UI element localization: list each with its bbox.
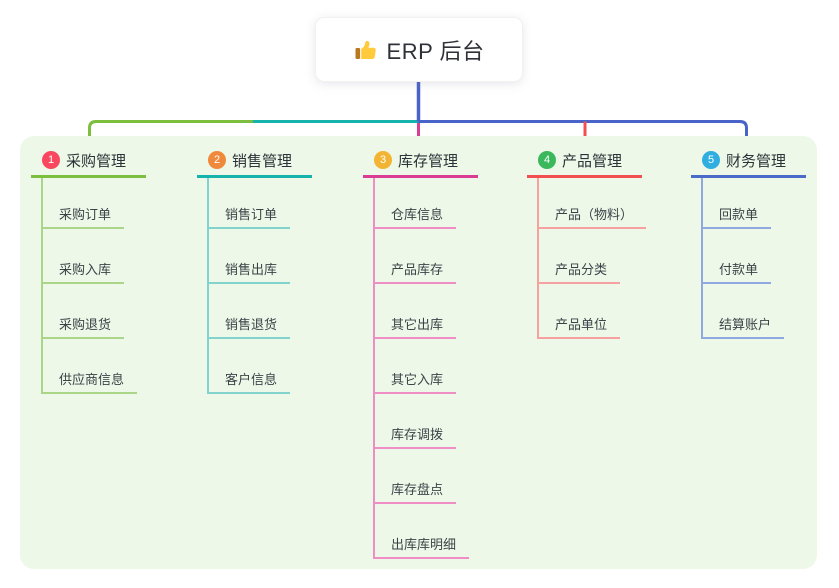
child-node[interactable]: 产品分类 <box>539 229 621 284</box>
child-node-label: 其它入库 <box>391 372 444 387</box>
branch-children: 产品（物料） 产品分类产品单位 <box>537 178 647 339</box>
branch-title-label: 采购管理 <box>66 152 127 170</box>
child-node[interactable]: 客户信息 <box>209 339 291 394</box>
branch: 4 产品管理 产品（物料） 产品分类产品单位 <box>527 149 687 339</box>
child-node[interactable]: 付款单 <box>703 229 772 284</box>
child-node-label: 其它出库 <box>391 317 444 332</box>
branch-title[interactable]: 3 库存管理 <box>363 149 478 178</box>
child-node-label: 仓库信息 <box>391 207 444 222</box>
child-node-label: 产品分类 <box>555 262 608 277</box>
child-node-label: 客户信息 <box>225 372 278 387</box>
child-node-label: 销售退货 <box>225 317 278 332</box>
child-node-label: 供应商信息 <box>59 372 125 387</box>
branch: 1 采购管理 采购订单采购入库采购退货供应商信息 <box>31 149 191 394</box>
branch: 3 库存管理 仓库信息产品库存其它出库其它入库库存调拨库存盘点出库库明细 <box>363 149 523 559</box>
child-node[interactable]: 库存盘点 <box>375 449 457 504</box>
branch-children: 仓库信息产品库存其它出库其它入库库存调拨库存盘点出库库明细 <box>373 178 470 559</box>
branch-title[interactable]: 1 采购管理 <box>31 149 146 178</box>
branch-title[interactable]: 2 销售管理 <box>197 149 312 178</box>
child-node-label: 采购订单 <box>59 207 112 222</box>
branch-number-badge: 1 <box>42 151 60 169</box>
branch-title[interactable]: 5 财务管理 <box>691 149 806 178</box>
child-node-label: 采购入库 <box>59 262 112 277</box>
root-node-label: ERP 后台 <box>386 38 485 64</box>
branch: 2 销售管理 销售订单销售出库销售退货客户信息 <box>197 149 357 394</box>
child-node[interactable]: 仓库信息 <box>375 178 457 229</box>
child-node-label: 出库库明细 <box>391 537 457 552</box>
child-node-label: 库存调拨 <box>391 427 444 442</box>
branch-title-label: 库存管理 <box>398 152 459 170</box>
child-node-label: 结算账户 <box>719 317 772 332</box>
child-node[interactable]: 销售出库 <box>209 229 291 284</box>
child-node[interactable]: 产品（物料） <box>539 178 647 229</box>
child-node[interactable]: 出库库明细 <box>375 504 470 559</box>
branch-title[interactable]: 4 产品管理 <box>527 149 642 178</box>
child-node[interactable]: 其它出库 <box>375 284 457 339</box>
child-node[interactable]: 采购入库 <box>43 229 125 284</box>
child-node[interactable]: 产品库存 <box>375 229 457 284</box>
child-node[interactable]: 采购订单 <box>43 178 125 229</box>
child-node-label: 产品（物料） <box>555 207 634 222</box>
child-node[interactable]: 供应商信息 <box>43 339 138 394</box>
child-node-label: 回款单 <box>719 207 759 222</box>
branch-number-badge: 2 <box>208 151 226 169</box>
child-node-label: 销售订单 <box>225 207 278 222</box>
child-node-label: 产品单位 <box>555 317 608 332</box>
child-node[interactable]: 库存调拨 <box>375 394 457 449</box>
branch-title-label: 财务管理 <box>726 152 787 170</box>
child-node-label: 销售出库 <box>225 262 278 277</box>
child-node[interactable]: 销售订单 <box>209 178 291 229</box>
child-node-label: 产品库存 <box>391 262 444 277</box>
branch-panel: 1 采购管理 采购订单采购入库采购退货供应商信息 2 销售管理 销售订单销售出库… <box>20 136 817 569</box>
branch-children: 销售订单销售出库销售退货客户信息 <box>207 178 291 394</box>
child-node[interactable]: 产品单位 <box>539 284 621 339</box>
branch-title-label: 销售管理 <box>232 152 293 170</box>
branch-number-badge: 3 <box>374 151 392 169</box>
root-node[interactable]: ERP 后台 <box>315 17 523 82</box>
child-node-label: 采购退货 <box>59 317 112 332</box>
branch-children: 回款单付款单结算账户 <box>701 178 785 339</box>
branch-number-badge: 5 <box>702 151 720 169</box>
branch-children: 采购订单采购入库采购退货供应商信息 <box>41 178 138 394</box>
child-node[interactable]: 结算账户 <box>703 284 785 339</box>
child-node[interactable]: 销售退货 <box>209 284 291 339</box>
thumbs-up-icon <box>354 38 378 62</box>
branch-number-badge: 4 <box>538 151 556 169</box>
child-node[interactable]: 回款单 <box>703 178 772 229</box>
branch: 5 财务管理 回款单付款单结算账户 <box>691 149 839 339</box>
child-node-label: 付款单 <box>719 262 759 277</box>
child-node[interactable]: 其它入库 <box>375 339 457 394</box>
child-node-label: 库存盘点 <box>391 482 444 497</box>
child-node[interactable]: 采购退货 <box>43 284 125 339</box>
branch-title-label: 产品管理 <box>562 152 623 170</box>
